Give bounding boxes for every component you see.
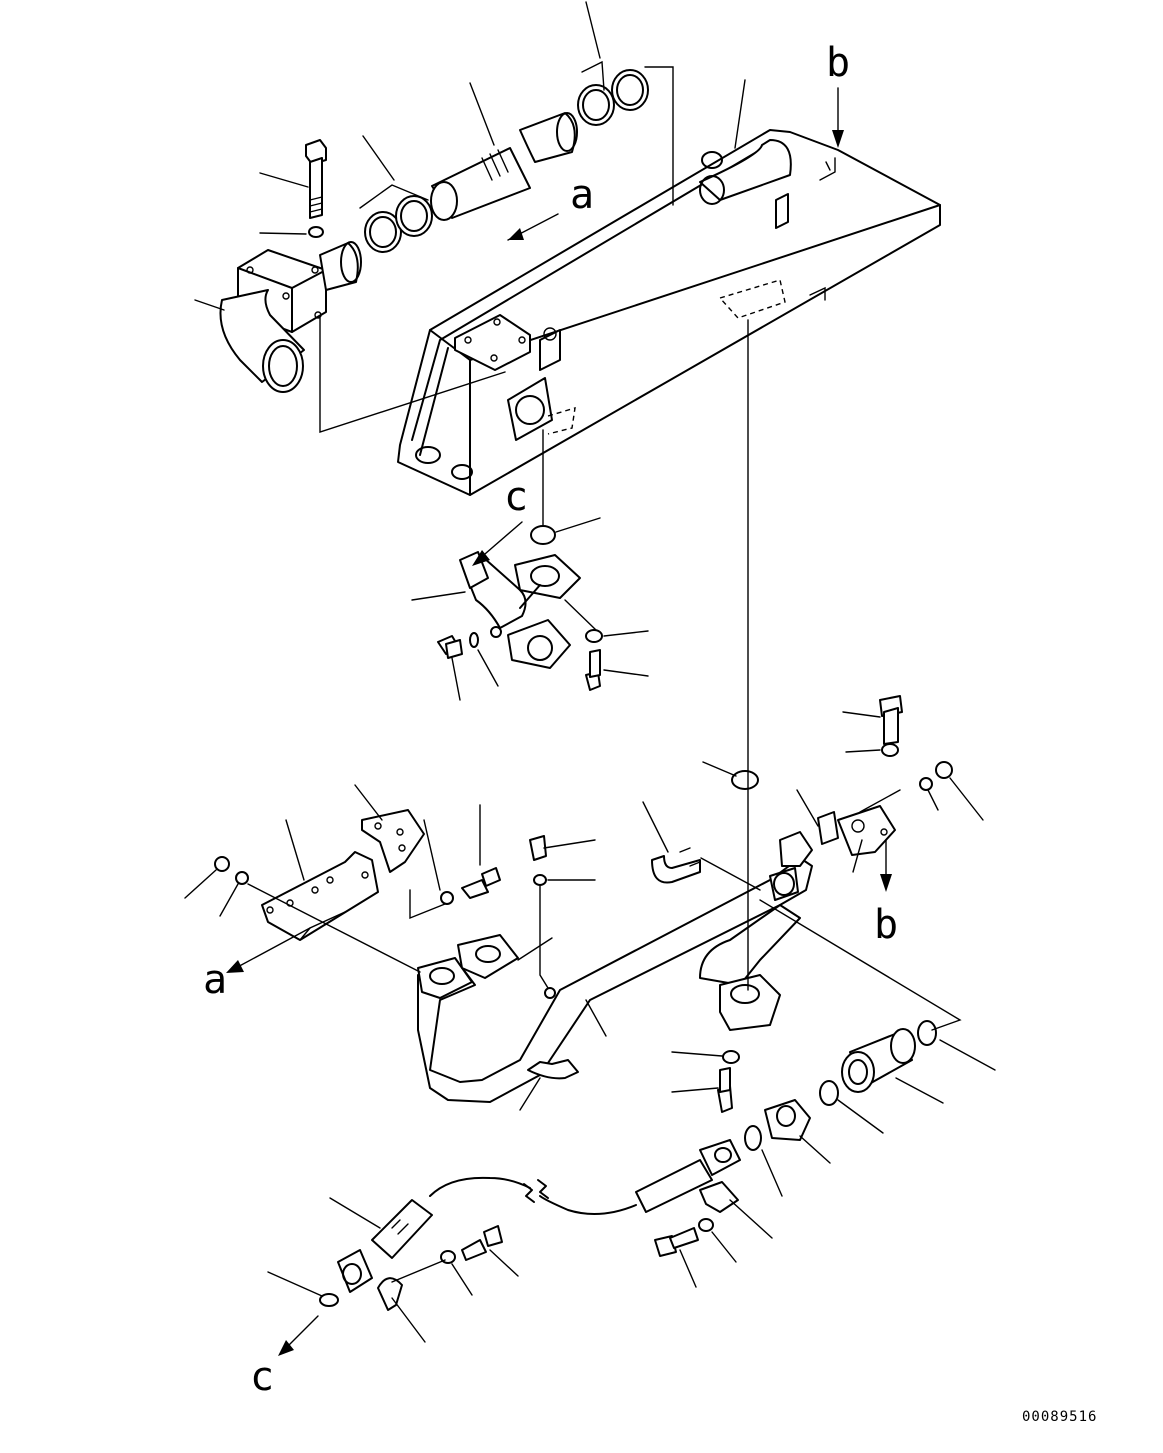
o-ring-small [469,632,479,648]
hose-clamps-left [359,184,433,253]
hose-sleeve [430,112,578,221]
main-water-pipe [417,831,813,1103]
hose-line [319,1139,741,1311]
leader-lines [184,1,996,1343]
bolt-upper-left [305,139,327,238]
hose-adapter [744,1020,937,1151]
view-arrow-b-upper [832,87,844,148]
bolt-lower-left [461,867,501,899]
u-clip-lower [527,1059,579,1080]
view-arrow-a-upper [507,213,559,241]
fitting-stack [717,1050,740,1113]
view-label-c-lower: c [250,1354,274,1400]
bolt-right-upper [879,695,903,757]
washer-mid [585,629,603,643]
bracket-right [817,805,896,856]
view-label-a-lower: a [203,957,227,1003]
view-label-a-upper: a [570,172,594,218]
view-label-b-upper: b [826,40,850,86]
bolt-mid-right [585,649,601,691]
bracket-upper [361,809,425,873]
o-ring-upper [530,525,556,545]
bolt-lower-center [529,835,547,886]
o-ring-mid [731,770,759,790]
hose-clamps-right [577,60,649,126]
drawing-number: 00089516 [1022,1409,1097,1425]
view-arrow-c-lower [278,1315,319,1356]
radiator-frame [397,129,941,496]
view-arrow-b-lower [880,839,892,892]
view-arrow-c-upper [472,521,523,566]
u-clip-upper [651,847,701,884]
nuts-left [214,856,454,905]
view-arrow-a-lower [226,927,311,973]
bracket-left [261,851,379,941]
upper-elbow-assembly [219,241,362,393]
bolt-mid-left [437,635,463,659]
nuts-right [919,761,953,791]
view-label-c-upper: c [504,474,528,520]
view-label-b-lower: b [874,902,898,948]
